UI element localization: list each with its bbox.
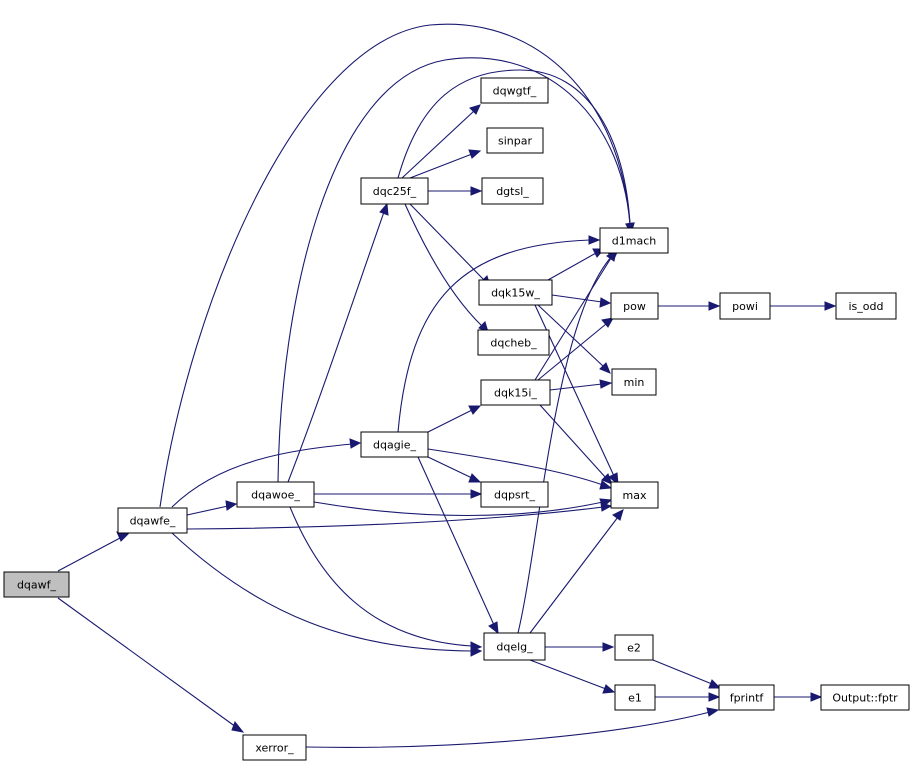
node-dqk15i[interactable]: dqk15i_ [480,379,551,406]
node-dqc25f[interactable]: dqc25f_ [360,177,429,205]
node-dqawfe[interactable]: dqawfe_ [117,507,188,534]
node-dqk15w[interactable]: dqk15w_ [478,279,553,306]
edge-dqagie-dqk15i [427,405,482,433]
node-label: is_odd [849,300,884,313]
node-label: Output::fptr [832,692,898,705]
edge-fprintf-outputfptr [774,692,823,702]
node-dqpsrt[interactable]: dqpsrt_ [480,481,549,508]
node-label: dqk15w_ [491,287,540,300]
node-label: dqc25f_ [373,185,417,198]
node-label: dqelg_ [496,641,533,654]
edge-dqk15w-d1mach [547,248,606,281]
node-dqagie[interactable]: dqagie_ [360,431,429,458]
edge-dqawoe-dqpsrt [314,489,483,499]
edge-dqelg-d1mach [517,249,619,634]
edge-dqk15i-pow [537,317,614,381]
node-dqwgtf[interactable]: dqwgtf_ [480,77,549,104]
node-output-fptr[interactable]: Output::fptr [820,684,910,711]
node-label: dqagie_ [373,439,417,452]
node-dqelg[interactable]: dqelg_ [483,632,546,661]
edge-dqc25f-sinpar [409,149,482,179]
node-dgtsl[interactable]: dgtsl_ [481,177,544,205]
edge-dqawf-dqawfe [57,531,130,572]
node-label: sinpar [498,135,532,148]
edge-dqagie-d1mach [397,235,601,433]
edge-dqawf-xerror [57,597,245,733]
edge-dqk15i-d1mach [534,248,617,381]
node-label: dqawoe_ [251,489,300,502]
node-label: e2 [627,642,641,655]
edge-dqk15i-max [539,404,613,485]
edge-dqawfe-dqelg [171,532,483,657]
edge-dqawoe-dqelg [289,506,483,652]
edge-dqc25f-dgtsl [428,186,483,196]
edge-dqelg-e2 [545,642,615,652]
node-label: dqk15i_ [494,387,537,400]
node-dqcheb[interactable]: dqcheb_ [477,329,550,356]
node-label: dgtsl_ [496,185,529,198]
node-max[interactable]: max [610,481,659,509]
edge-e1-fprintf [655,692,721,702]
node-label: dqawf_ [17,579,57,592]
node-label: dqwgtf_ [493,85,537,98]
edge-dqagie-dqelg [417,456,499,635]
node-label: max [623,489,647,502]
edge-e2-fprintf [652,659,722,689]
edge-dqc25f-dqk15w [409,203,491,287]
edge-dqk15i-min [549,379,613,391]
edge-dqawfe-dqagie [171,438,362,508]
node-xerror[interactable]: xerror_ [242,734,307,761]
node-is-odd[interactable]: is_odd [835,292,897,320]
edge-dqelg-max [529,509,624,634]
edge-dqk15w-min [537,304,611,374]
call-edges [57,23,837,748]
edge-pow-powi [658,301,721,311]
edge-dqagie-max [427,448,613,490]
edge-dqawoe-dqc25f [287,202,389,483]
node-label: pow [623,300,646,313]
edge-dqawfe-dqawoe [186,500,238,516]
node-min[interactable]: min [611,368,657,396]
node-label: dqawfe_ [130,515,176,528]
node-e2[interactable]: e2 [614,634,654,661]
edge-dqagie-dqpsrt [427,456,482,483]
edge-dqelg-e1 [529,659,616,694]
node-dqawoe[interactable]: dqawoe_ [236,481,315,508]
node-label: dqcheb_ [490,337,537,350]
node-d1mach[interactable]: d1mach [599,227,669,254]
node-label: xerror_ [255,742,294,755]
node-label: e1 [628,692,642,705]
node-label: d1mach [612,235,656,248]
node-pow[interactable]: pow [610,292,659,320]
node-e1[interactable]: e1 [614,684,656,711]
node-label: powi [732,300,758,313]
edge-dqk15w-pow [551,294,612,308]
node-sinpar[interactable]: sinpar [486,127,544,154]
node-label: fprintf [730,692,765,705]
edge-xerror-fprintf [305,707,720,748]
edge-dqawoe-max [313,498,613,517]
node-label: min [624,376,645,389]
node-dqawf[interactable]: dqawf_ [3,571,70,598]
node-fprintf[interactable]: fprintf [718,684,775,711]
node-label: dqpsrt_ [494,489,536,502]
node-powi[interactable]: powi [719,292,771,320]
edge-dqc25f-dqwgtf [401,104,481,179]
edge-powi-isodd [770,301,837,311]
